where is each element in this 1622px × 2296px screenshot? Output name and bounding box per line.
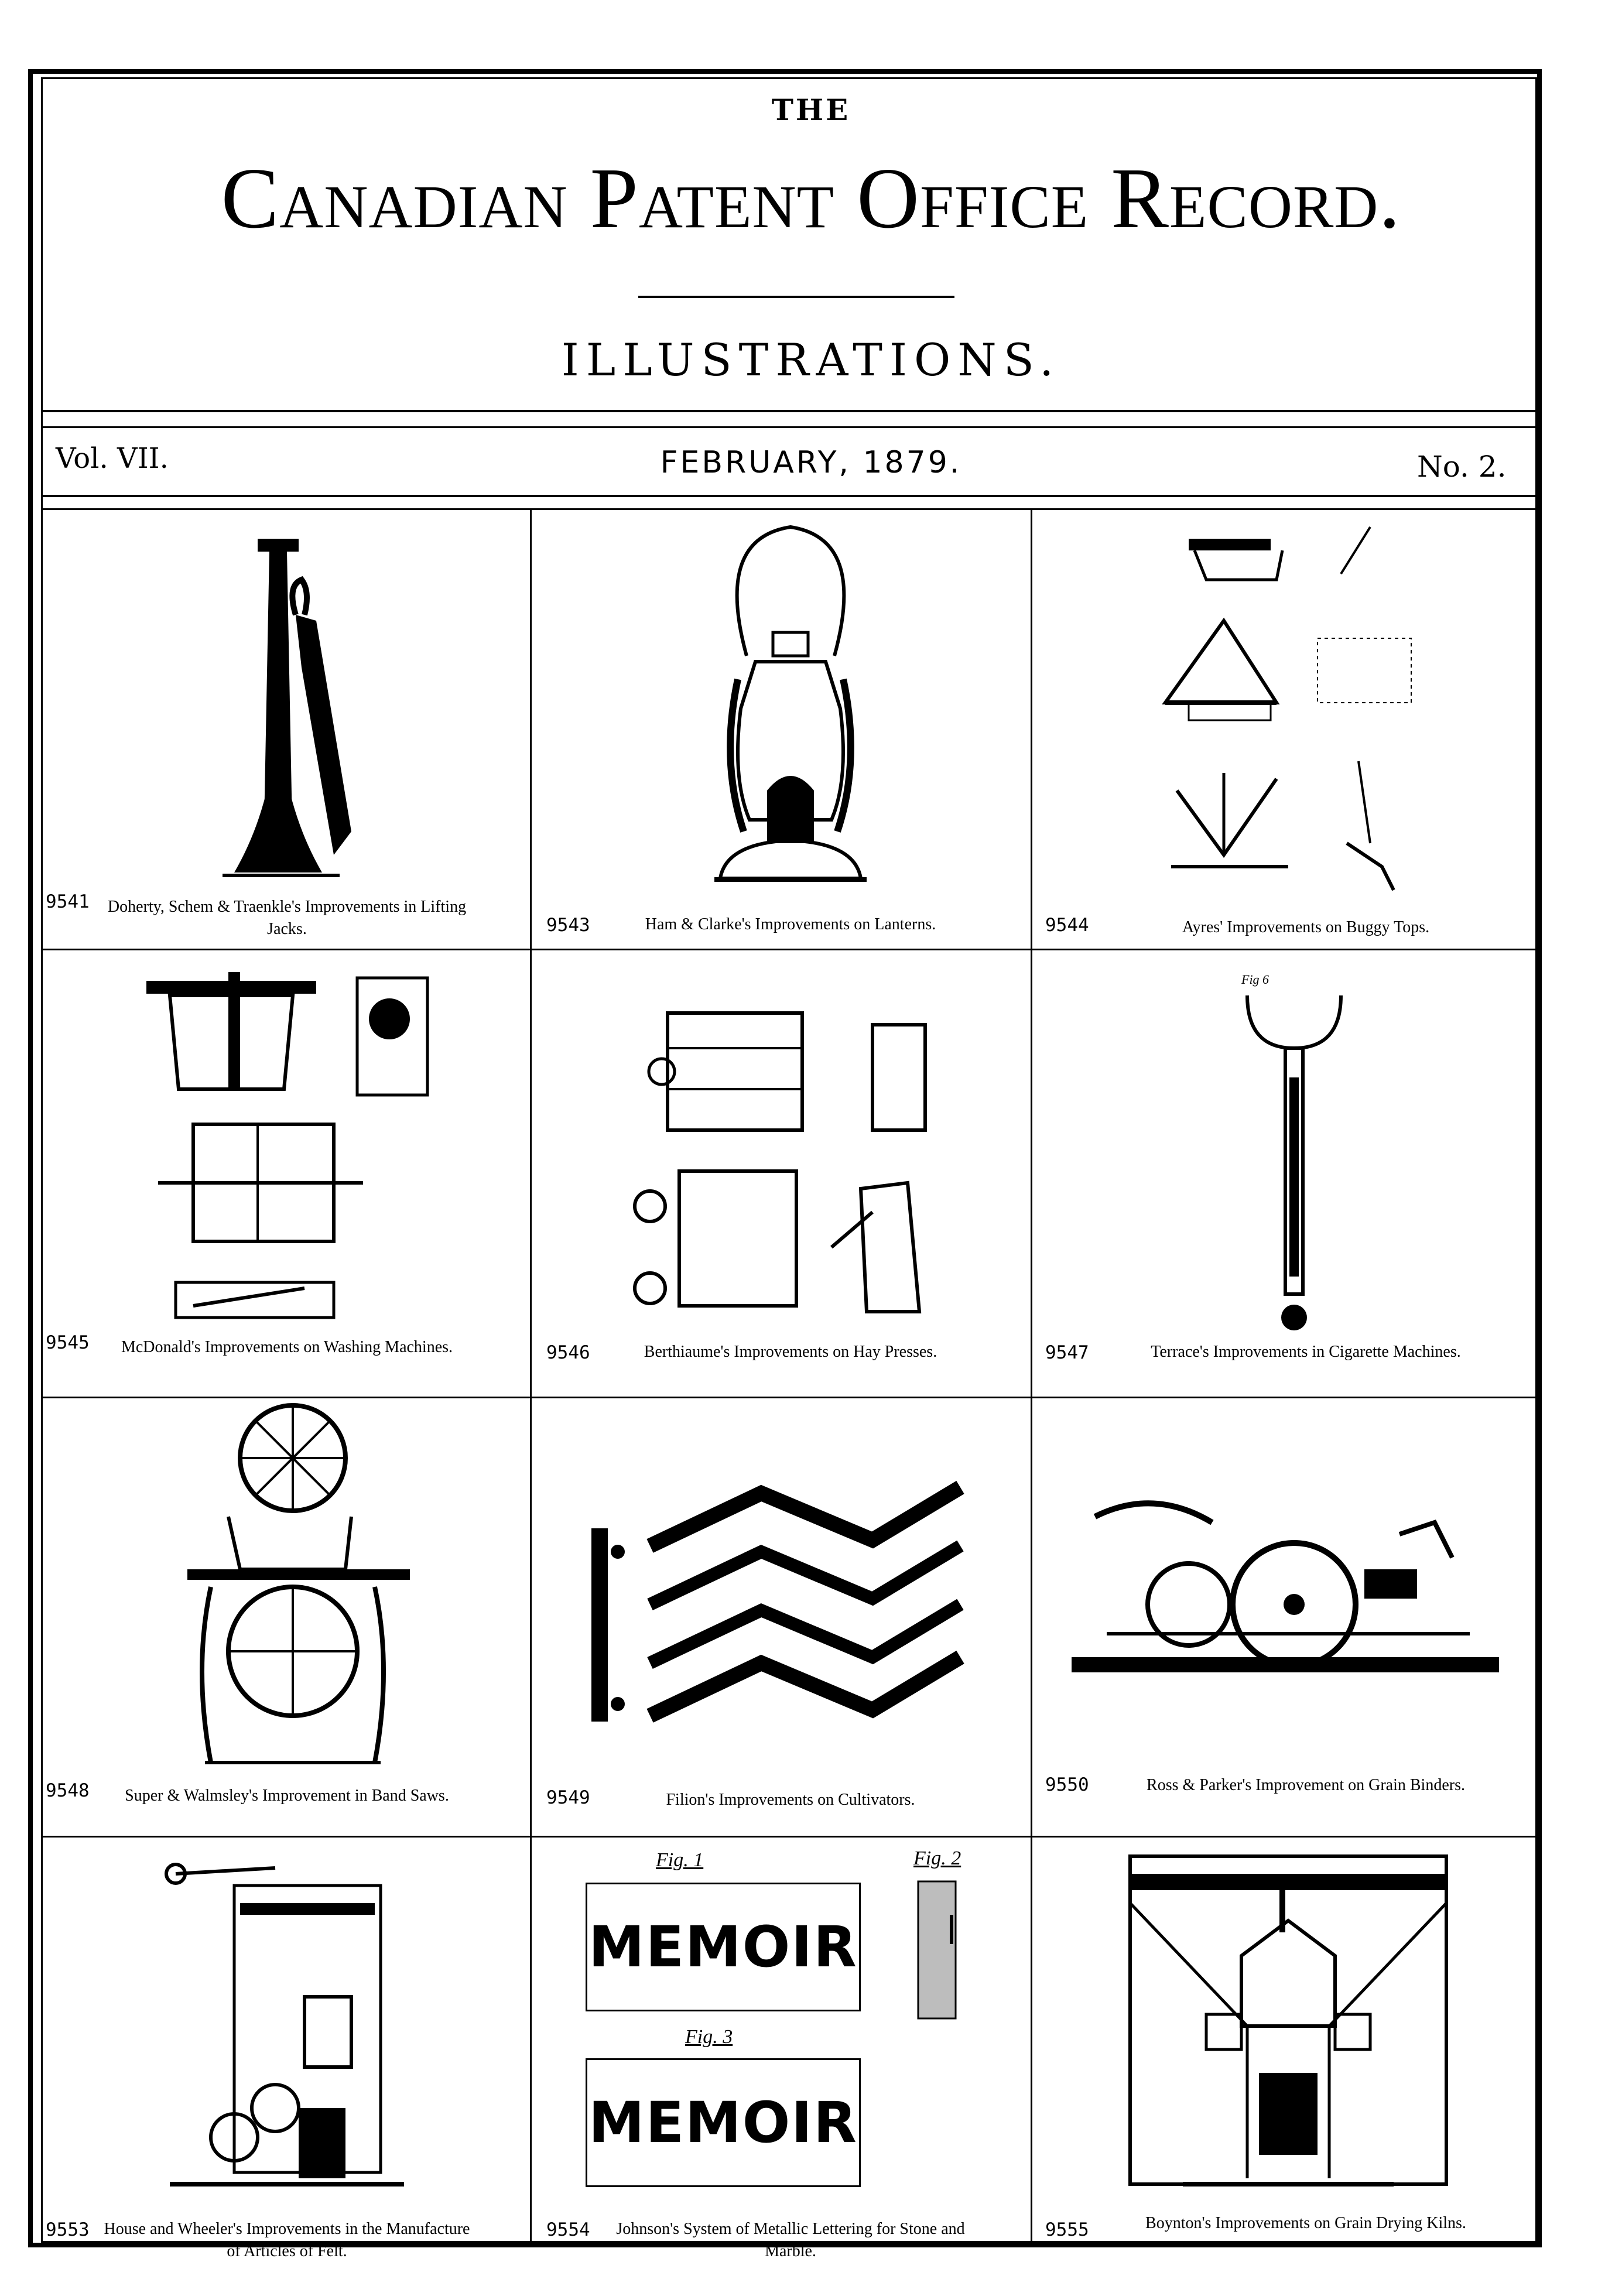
washing-machine-icon [141, 954, 457, 1329]
grid-divider [41, 949, 1537, 950]
cigarette-machine-icon [1236, 990, 1353, 1341]
buggy-top-icon [1136, 515, 1464, 902]
figure-label: Fig 6 [1241, 972, 1269, 987]
grid-divider [1031, 508, 1032, 2242]
section-title: ILLUSTRATIONS. [561, 334, 1061, 386]
patent-caption: Boynton's Improvements on Grain Drying K… [1145, 2214, 1466, 2232]
lantern-icon [703, 515, 878, 890]
patent-caption: House and Wheeler's Improvements in the … [104, 2220, 470, 2260]
patent-caption: Johnson's System of Metallic Lettering f… [616, 2220, 965, 2260]
patent-number: 9548 [46, 1780, 90, 1801]
masthead-title: Canadian Patent Office Record. [221, 150, 1401, 247]
figure-label: Fig. 2 [913, 1847, 961, 1869]
patent-number: 9545 [46, 1332, 90, 1353]
header-rule [41, 508, 1537, 510]
grid-divider [41, 1836, 1537, 1838]
patent-caption: McDonald's Improvements on Washing Machi… [121, 1338, 453, 1356]
grain-kiln-icon [1124, 1850, 1452, 2202]
patent-number: 9544 [1045, 915, 1089, 936]
patent-number: 9554 [546, 2219, 590, 2240]
figure-label: Fig. 1 [656, 1849, 704, 1871]
patent-caption: Terrace's Improvements in Cigarette Mach… [1151, 1343, 1461, 1361]
felt-machine-icon [158, 1850, 427, 2202]
patent-caption: Ross & Parker's Improvement on Grain Bin… [1147, 1776, 1465, 1794]
header-rule [41, 426, 1537, 428]
patent-caption: Ayres' Improvements on Buggy Tops. [1182, 918, 1430, 936]
band-saw-icon [176, 1400, 422, 1768]
header-rule [41, 410, 1537, 412]
title-divider [638, 296, 954, 298]
page-inner-border [41, 77, 1537, 2243]
patent-number: 9547 [1045, 1342, 1089, 1363]
sign-lettering: MEMOIR [588, 1914, 858, 1980]
grid-divider [530, 508, 532, 2242]
hay-press-icon [627, 995, 966, 1323]
patent-number: 9555 [1045, 2219, 1089, 2240]
issue-date: FEBRUARY, 1879. [660, 445, 962, 480]
page-outer-border [28, 69, 1542, 2247]
grid-divider [41, 1397, 1537, 1398]
sign-lettering: MEMOIR [588, 2090, 858, 2155]
memoir-sign-fig3: MEMOIR [586, 2058, 861, 2187]
cultivator-icon [586, 1470, 966, 1745]
patent-number: 9543 [546, 915, 590, 936]
patent-number: 9553 [46, 2219, 90, 2240]
memoir-sign-fig1: MEMOIR [586, 1883, 861, 2011]
header-rule [41, 495, 1537, 497]
volume-label: Vol. VII. [56, 442, 169, 475]
patent-caption: Super & Walmsley's Improvement in Band S… [125, 1787, 449, 1805]
patent-number: 9546 [546, 1342, 590, 1363]
figure-label: Fig. 3 [685, 2026, 733, 2048]
patent-caption: Doherty, Schem & Traenkle's Improvements… [107, 898, 467, 938]
patent-number: 9550 [1045, 1774, 1089, 1795]
patent-caption: Filion's Improvements on Cultivators. [666, 1791, 915, 1809]
patent-caption: Berthiaume's Improvements on Hay Presses… [644, 1343, 937, 1361]
patent-number: 9549 [546, 1787, 590, 1808]
patent-caption: Ham & Clarke's Improvements on Lanterns. [645, 915, 936, 933]
issue-number: No. 2. [1417, 450, 1507, 484]
patent-number: 9541 [46, 891, 90, 912]
lifting-jack-icon [176, 527, 375, 878]
grain-binder-icon [1072, 1487, 1499, 1681]
header-the: THE [771, 93, 851, 127]
lettering-section-icon [916, 1880, 957, 2020]
